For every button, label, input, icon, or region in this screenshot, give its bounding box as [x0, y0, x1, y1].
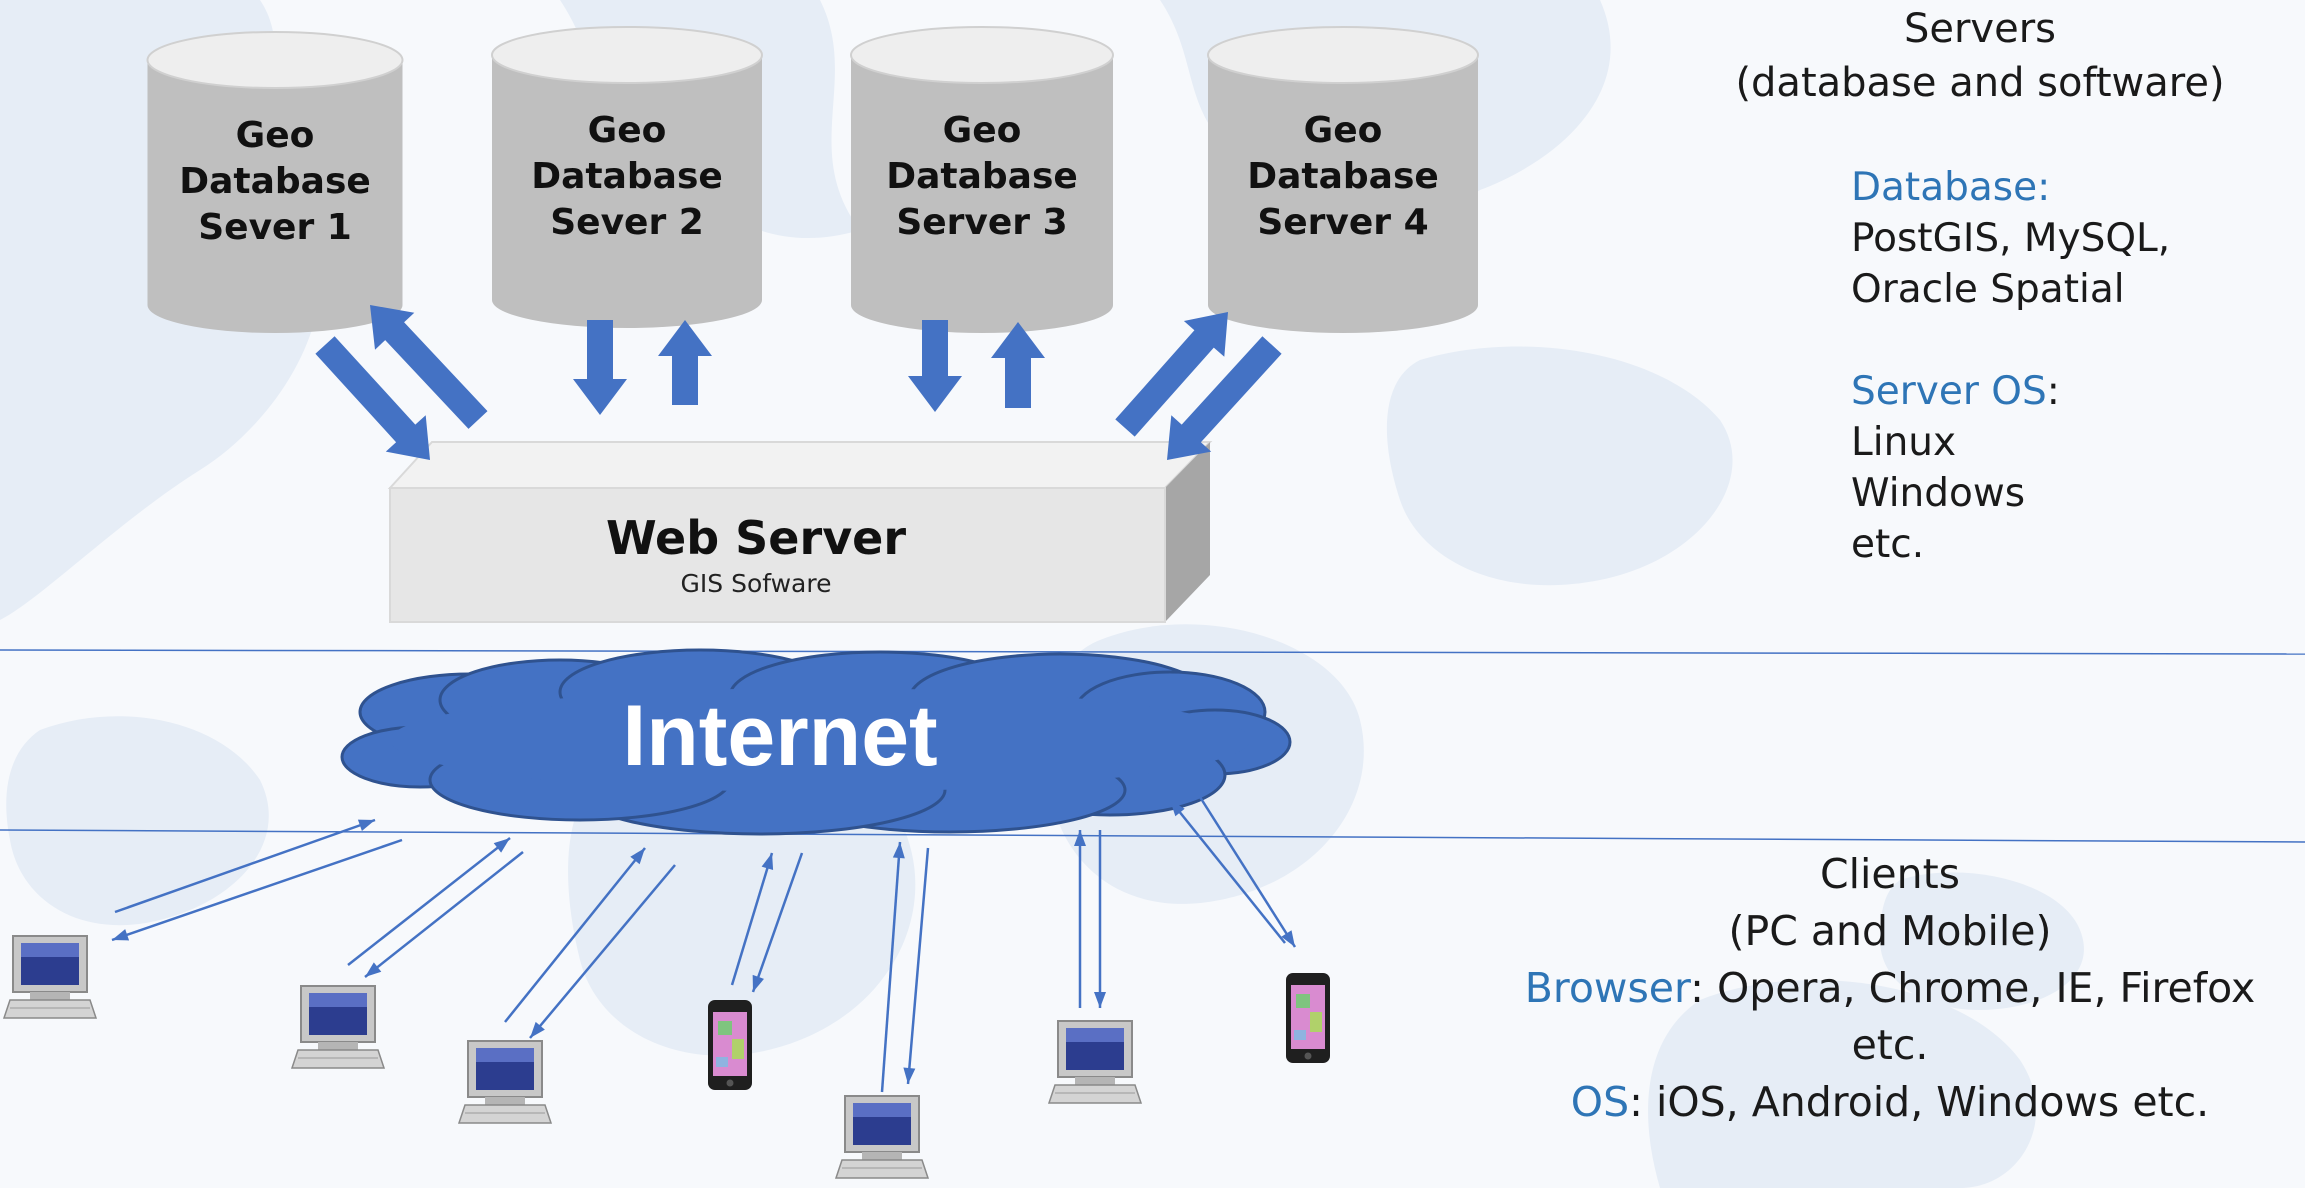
- server-label-line: Database: [1247, 156, 1439, 197]
- server-region-separator: [0, 649, 2305, 655]
- server-label-line: Database: [886, 156, 1078, 197]
- desktop-pc-icon: [1047, 1020, 1143, 1104]
- browser-list: : Opera, Chrome, IE, Firefox: [1690, 964, 2256, 1012]
- server-label-line: Server 4: [1257, 202, 1428, 243]
- server-os-linux: Linux: [1851, 420, 1957, 465]
- client-arrow-11: [1074, 830, 1086, 1008]
- server-arrow-2: [370, 305, 488, 429]
- server-label-line: Server 3: [896, 202, 1067, 243]
- cylinder-top: [1207, 26, 1479, 84]
- servers-title: Servers: [1903, 6, 2056, 52]
- client-arrow-8: [751, 852, 804, 993]
- servers-subtitle: (database and software): [1735, 60, 2225, 106]
- server-arrow-7: [1115, 312, 1228, 437]
- client-arrow-2: [111, 838, 403, 942]
- cylinder-top: [146, 31, 404, 89]
- client-arrow-6: [529, 864, 676, 1039]
- client-arrow-12: [1094, 830, 1106, 1008]
- server-arrow-6: [991, 322, 1045, 408]
- internet-cloud: Internet: [340, 648, 1292, 836]
- client-internet-arrows: [111, 796, 1297, 1093]
- database-list-line-1: PostGIS, MySQL,: [1851, 216, 2171, 261]
- web-server-top-face: [387, 441, 1213, 489]
- client-os-line: OS: iOS, Android, Windows etc.: [1490, 1074, 2290, 1130]
- web-server-subtitle: GIS Sofware: [681, 569, 832, 598]
- server-arrow-4: [658, 320, 712, 405]
- server-label-line: Database: [531, 156, 723, 197]
- client-arrow-14: [1198, 796, 1297, 948]
- cylinder-body: [1208, 55, 1478, 333]
- server-label-line: Database: [179, 161, 371, 202]
- cylinder-body: [147, 60, 403, 333]
- desktop-pc-icon: [457, 1040, 553, 1124]
- cloud-fill: [390, 688, 1250, 792]
- server-label-line: Geo: [236, 115, 315, 156]
- server-label-line: Geo: [943, 110, 1022, 151]
- client-arrow-4: [364, 851, 524, 978]
- server-label-line: Sever 1: [198, 207, 352, 248]
- desktop-pc-icon: [290, 985, 386, 1069]
- client-arrow-9: [880, 841, 905, 1093]
- server-os-colon: :: [2046, 369, 2060, 414]
- cylinder-top: [850, 26, 1114, 84]
- client-arrow-1: [114, 818, 376, 914]
- browser-line: Browser: Opera, Chrome, IE, Firefox: [1480, 960, 2300, 1016]
- client-os-heading: OS: [1570, 1078, 1630, 1126]
- region-separators: [0, 649, 2305, 843]
- server-arrow-5: [908, 320, 962, 412]
- clients-subtitle: (PC and Mobile): [1728, 907, 2052, 955]
- server-os-heading-line: Server OS:: [1851, 366, 2060, 417]
- database-heading: Database:: [1851, 165, 2051, 210]
- server-arrow-3: [573, 320, 627, 415]
- client-arrow-7: [730, 852, 774, 986]
- cylinder-body: [492, 55, 762, 328]
- client-arrow-3: [347, 837, 511, 966]
- client-region-separator: [0, 829, 2305, 843]
- internet-label: Internet: [622, 688, 937, 784]
- clients-title: Clients: [1819, 850, 1961, 898]
- web-server-title: Web Server: [606, 511, 906, 565]
- mobile-phone-icon: [1286, 973, 1330, 1063]
- world-map-background: [0, 0, 2084, 1188]
- server-label-line: Sever 2: [550, 202, 704, 243]
- server-label-line: Geo: [1304, 110, 1383, 151]
- client-arrow-10: [903, 847, 930, 1085]
- client-devices: [2, 935, 1330, 1179]
- server-web-arrows: [315, 305, 1282, 460]
- browser-etc: etc.: [1851, 1021, 1929, 1069]
- cylinder-body: [851, 55, 1113, 333]
- cylinder-top: [491, 26, 763, 84]
- client-arrow-13: [1169, 799, 1286, 944]
- desktop-pc-icon: [2, 935, 98, 1019]
- server-arrow-8: [1167, 336, 1282, 460]
- browser-heading: Browser: [1524, 964, 1691, 1012]
- server-label-line: Geo: [588, 110, 667, 151]
- server-os-windows: Windows: [1851, 471, 2026, 516]
- server-os-etc: etc.: [1851, 522, 1925, 567]
- desktop-pc-icon: [834, 1095, 930, 1179]
- mobile-phone-icon: [708, 1000, 752, 1090]
- database-list-line-2: Oracle Spatial: [1851, 267, 2125, 312]
- client-os-list: : iOS, Android, Windows etc.: [1629, 1078, 2210, 1126]
- web-server-front-face: [389, 487, 1166, 623]
- client-arrow-5: [504, 847, 646, 1023]
- web-server-side-face: [1165, 442, 1210, 622]
- server-os-heading: Server OS: [1851, 369, 2047, 414]
- server-arrow-1: [315, 336, 430, 460]
